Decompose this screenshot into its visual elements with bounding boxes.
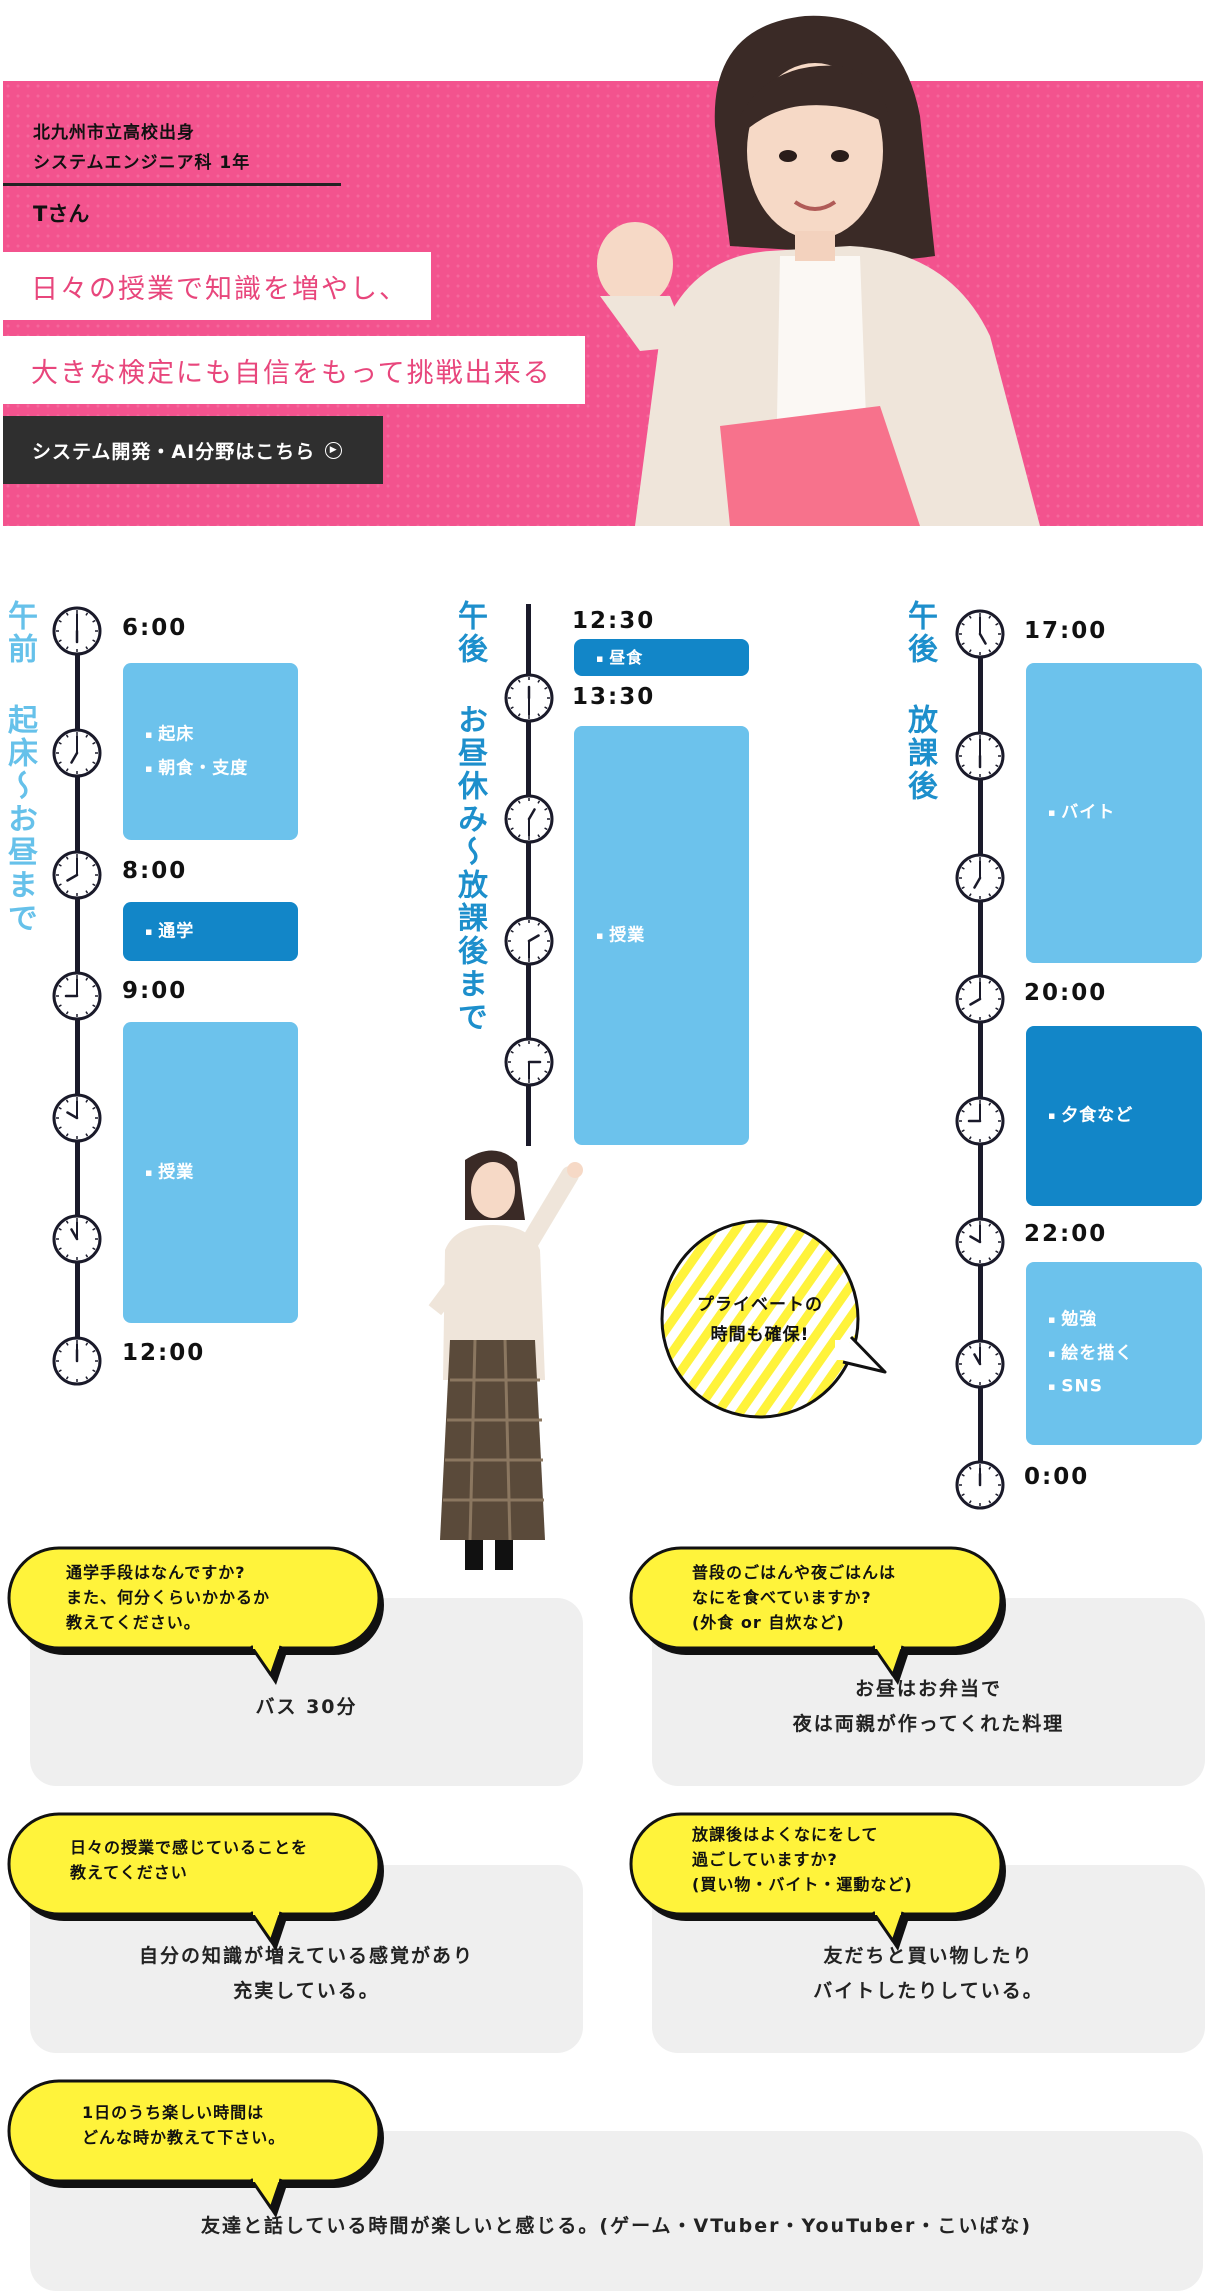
clock-icon [955, 974, 1005, 1024]
hero-catch-line-2: 大きな検定にも自信をもって挑戦出来る [3, 336, 585, 404]
qa-answer: 自分の知識が増えている感覚があり 充実している。 [138, 1945, 475, 2002]
schedule-block: バイト [1026, 663, 1202, 963]
clock-icon [52, 1214, 102, 1264]
schedule-item: 絵を描く [1048, 1337, 1133, 1371]
student-photo [597, 15, 1040, 526]
time-label: 8:00 [122, 858, 188, 884]
time-label: 13:30 [572, 684, 656, 710]
hero-student-name: Tさん [33, 202, 90, 226]
time-label: 12:00 [122, 1340, 206, 1366]
clock-icon [52, 606, 102, 656]
private-time-speech-bubble [660, 1219, 887, 1419]
schedule-block: 昼食 [574, 639, 749, 676]
schedule-block: 授業 [574, 726, 749, 1145]
schedule-item: 夕食など [1048, 1099, 1133, 1133]
clock-icon [955, 1339, 1005, 1389]
question-speech-bubble [7, 1546, 384, 1685]
qa-question: 通学手段はなんですか? また、何分くらいかかるか 教えてください。 [66, 1563, 271, 1632]
qa-question: 日々の授業で感じていることを 教えてください [70, 1838, 309, 1882]
clock-icon [504, 1037, 554, 1087]
private-time-text: プライベートの 時間も確保! [697, 1295, 823, 1345]
schedule-item: 授業 [596, 919, 645, 953]
question-speech-bubble [7, 1812, 384, 1951]
clock-icon [52, 1093, 102, 1143]
arrow-right-circle-icon: ▶ [325, 441, 343, 459]
clock-icon [52, 728, 102, 778]
schedule-block: 勉強絵を描くSNS [1026, 1262, 1202, 1445]
schedule-item: 昼食 [596, 641, 643, 675]
schedule-item: 起床 [145, 718, 248, 752]
clock-icon [955, 1460, 1005, 1510]
clock-icon [955, 853, 1005, 903]
time-label: 6:00 [122, 615, 188, 641]
qa-question: 1日のうち楽しい時間は どんな時か教えて下さい。 [82, 2103, 286, 2147]
schedule-item: 朝食・支度 [145, 752, 248, 786]
clock-icon [52, 971, 102, 1021]
question-speech-bubble [629, 1546, 1006, 1685]
time-label: 12:30 [572, 608, 656, 634]
evening-section-title: 午後 放課後 [902, 600, 937, 803]
schedule-item: 勉強 [1048, 1303, 1133, 1337]
student-fullbody-photo [428, 1150, 583, 1570]
qa-question: 放課後はよくなにをして 過ごしていますか? (買い物・バイト・運動など) [692, 1825, 913, 1894]
hero-button-label: システム開発・AI分野はこちら [32, 440, 316, 463]
clock-icon [955, 1096, 1005, 1146]
clock-icon [955, 609, 1005, 659]
afternoon-section-title: 午後 お昼休み〜放課後まで [452, 600, 487, 1034]
question-speech-bubble [629, 1812, 1006, 1951]
clock-icon [504, 673, 554, 723]
qa-answer: バス 30分 [255, 1695, 358, 1718]
time-label: 22:00 [1024, 1221, 1108, 1247]
clock-icon [52, 1336, 102, 1386]
schedule-item: 通学 [145, 915, 194, 949]
qa-answer: 友だちと買い物したり バイトしたりしている。 [813, 1945, 1044, 2002]
schedule-block: 授業 [123, 1022, 298, 1323]
qa-question: 普段のごはんや夜ごはんは なにを食べていますか? (外食 or 自炊など) [692, 1563, 897, 1632]
schedule-item: バイト [1048, 796, 1115, 830]
clock-icon [955, 1217, 1005, 1267]
clock-icon [955, 731, 1005, 781]
hero-catch-line-1: 日々の授業で知識を増やし、 [3, 252, 431, 320]
hero-divider [3, 183, 341, 186]
clock-icon [52, 850, 102, 900]
schedule-block: 起床朝食・支度 [123, 663, 298, 840]
schedule-block: 通学 [123, 902, 298, 961]
time-label: 20:00 [1024, 980, 1108, 1006]
hero-school-info: 北九州市立高校出身 システムエンジニア科 1年 [33, 123, 251, 173]
time-label: 9:00 [122, 978, 188, 1004]
qa-answer: お昼はお弁当で 夜は両親が作ってくれた料理 [792, 1678, 1065, 1735]
afternoon-timeline-rail [526, 604, 531, 1146]
system-dev-ai-link-button[interactable]: システム開発・AI分野はこちら ▶ [3, 416, 383, 484]
evening-timeline-rail [978, 632, 983, 1472]
morning-section-title: 午前 起床〜お昼まで [2, 600, 37, 935]
clock-icon [504, 794, 554, 844]
clock-icon [504, 916, 554, 966]
schedule-block: 夕食など [1026, 1026, 1202, 1206]
time-label: 17:00 [1024, 618, 1108, 644]
time-label: 0:00 [1024, 1464, 1090, 1490]
qa-answer: 友達と話している時間が楽しいと感じる。(ゲーム・VTuber・YouTuber・… [200, 2214, 1033, 2237]
schedule-item: SNS [1048, 1370, 1133, 1404]
question-speech-bubble [7, 2079, 384, 2218]
schedule-item: 授業 [145, 1156, 194, 1190]
